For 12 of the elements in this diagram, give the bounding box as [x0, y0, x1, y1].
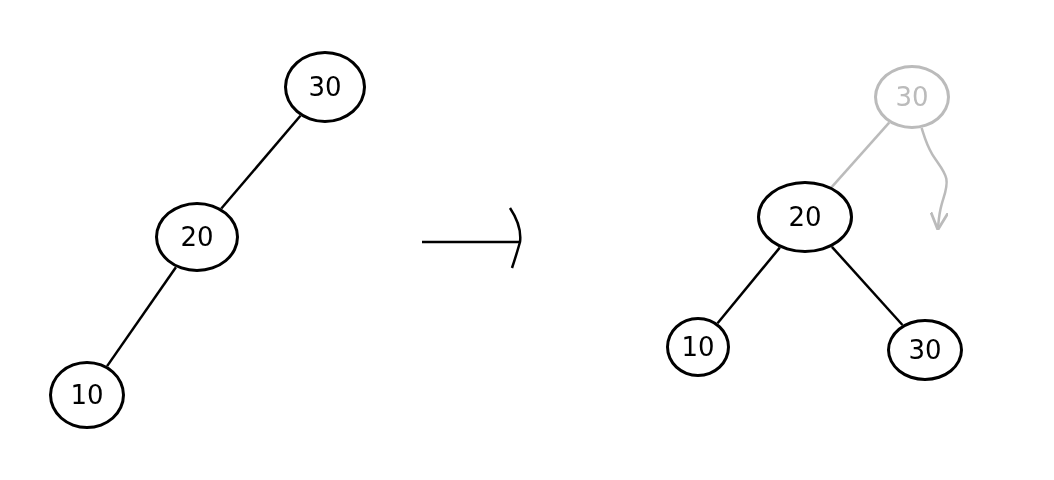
- node-value: 30: [895, 82, 929, 112]
- node-value: 10: [681, 332, 715, 362]
- connector-line: [220, 115, 302, 210]
- node-value: 10: [70, 380, 104, 410]
- connector-line: [830, 121, 891, 188]
- node-value: 30: [308, 72, 342, 102]
- arrow: [920, 127, 950, 232]
- node-value: 30: [908, 335, 942, 365]
- node-value: 20: [180, 222, 214, 252]
- connector-line: [830, 246, 904, 326]
- connector-line: [106, 266, 177, 367]
- node-value: 20: [788, 202, 822, 232]
